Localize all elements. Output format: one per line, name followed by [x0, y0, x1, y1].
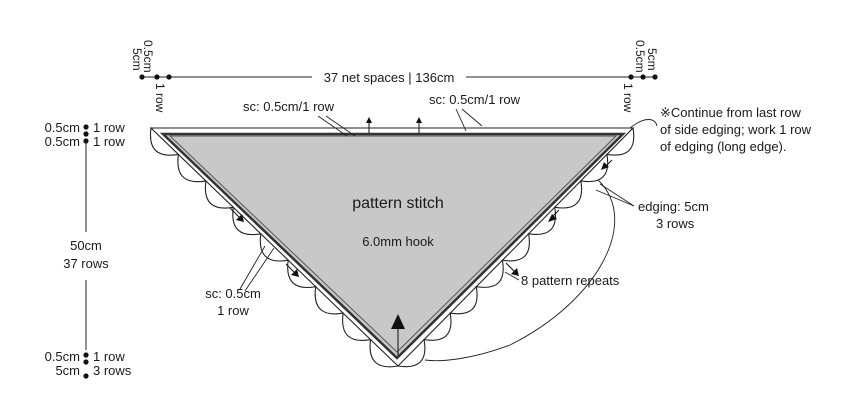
right-row-label: 1 row — [621, 83, 635, 113]
left-top-cm-1: 0.5cm — [45, 120, 80, 135]
right-offset-1: 0.5cm — [633, 40, 647, 73]
note-line-3: of edging (long edge). — [660, 139, 786, 154]
leader-line — [595, 189, 635, 207]
edging-label-1: edging: 5cm — [638, 199, 709, 214]
left-bottom-rows-2: 3 rows — [93, 363, 132, 378]
body-hook: 6.0mm hook — [362, 234, 434, 249]
dim-dot — [154, 74, 160, 80]
left-bottom-rows-1: 1 row — [93, 349, 125, 364]
left-top-rows-1: 1 row — [93, 120, 125, 135]
sc-bottom-label-2: 1 row — [217, 303, 249, 318]
left-bottom-cm-1: 0.5cm — [45, 349, 80, 364]
body-name: pattern stitch — [352, 195, 444, 212]
sc-top-right-label: sc: 0.5cm/1 row — [429, 92, 521, 107]
arrow-icon — [229, 207, 241, 219]
left-bottom-cm-2: 5cm — [55, 363, 80, 378]
leader-line — [599, 183, 635, 207]
dim-dot — [652, 74, 658, 80]
sc-bottom-left-callout: sc: 0.5cm 1 row — [205, 245, 275, 318]
arrow-icon — [285, 263, 296, 274]
side-edge-arrows — [229, 159, 613, 277]
repeats-bracket — [424, 179, 616, 362]
leader-line — [239, 245, 266, 290]
sc-bottom-label-1: sc: 0.5cm — [205, 286, 261, 301]
repeats-label: 8 pattern repeats — [521, 273, 620, 288]
leader-line — [317, 115, 348, 137]
arrow-icon — [505, 262, 516, 273]
leader-line — [244, 247, 275, 292]
dim-dot — [166, 74, 172, 80]
direction-arrow-icon — [391, 314, 405, 329]
height-rows: 37 rows — [63, 256, 109, 271]
arrow-icon — [511, 268, 519, 276]
leader-line — [461, 108, 483, 127]
note-leader — [629, 119, 658, 129]
sc-top-callouts: sc: 0.5cm/1 row sc: 0.5cm/1 row — [243, 92, 521, 137]
arrow-up-icon — [416, 117, 422, 123]
dim-dot — [83, 373, 89, 379]
width-label: 37 net spaces | 136cm — [324, 70, 455, 85]
leader-line — [325, 115, 356, 137]
dim-dot — [83, 124, 89, 130]
dim-dot — [139, 74, 145, 80]
inner-row-line — [168, 135, 618, 353]
note-callout: ※Continue from last row of side edging; … — [629, 105, 812, 154]
shawl-body: pattern stitch 6.0mm hook — [149, 127, 635, 367]
left-row-label: 1 row — [153, 83, 167, 113]
sc-top-left-label: sc: 0.5cm/1 row — [243, 99, 335, 114]
dim-dot — [83, 352, 89, 358]
arrow-up-icon — [366, 117, 372, 123]
right-offset-2: 5cm — [645, 48, 659, 71]
height-cm: 50cm — [70, 238, 102, 253]
repeats-callout: 8 pattern repeats — [424, 179, 620, 362]
left-top-rows-2: 1 row — [93, 134, 125, 149]
left-top-cm-2: 0.5cm — [45, 134, 80, 149]
scalloped-edging — [149, 127, 635, 368]
dim-dot — [640, 74, 646, 80]
note-line-1: ※Continue from last row — [660, 105, 802, 120]
edging-callout: edging: 5cm 3 rows — [595, 183, 709, 231]
dim-dot — [83, 131, 89, 137]
dim-dot — [83, 359, 89, 365]
dim-dot — [628, 74, 634, 80]
outer-sc-border — [149, 127, 635, 367]
arrow-icon — [291, 269, 299, 277]
left-offset-2: 5cm — [130, 48, 144, 71]
top-edge-arrows — [366, 117, 422, 133]
arrow-icon — [548, 214, 557, 222]
pattern-stitch-area — [159, 132, 627, 360]
left-offset-1: 0.5cm — [141, 40, 155, 73]
leader-line — [504, 271, 520, 281]
left-dimension: 0.5cm 0.5cm 1 row 1 row 50cm 37 rows 0.5… — [45, 120, 132, 379]
note-line-2: of side edging; work 1 row — [660, 122, 812, 137]
leader-line — [455, 108, 467, 132]
top-dimension: 37 net spaces | 136cm 0.5cm 5cm 1 row 0.… — [130, 40, 659, 113]
arrow-icon — [601, 162, 609, 170]
arrow-icon — [236, 214, 244, 222]
edging-label-2: 3 rows — [656, 216, 695, 231]
